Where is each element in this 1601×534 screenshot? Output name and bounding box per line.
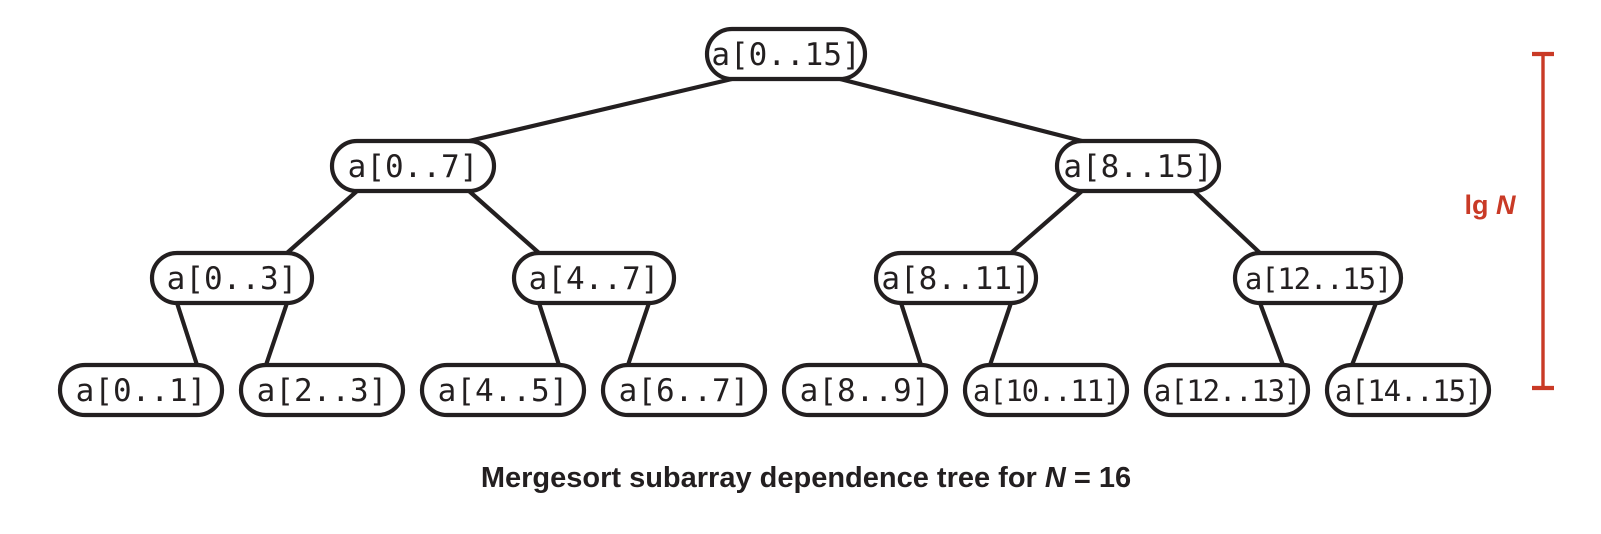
tree-edge: [839, 76, 1083, 144]
tree-edge: [1350, 302, 1378, 366]
tree-node-a1215[interactable]: a[12..15]: [1232, 250, 1404, 306]
tree-edge: [626, 302, 651, 366]
node-pill-shape: [57, 362, 225, 418]
node-label: a[4..5]: [438, 373, 569, 409]
tree-node-a815[interactable]: a[8..15]: [1054, 138, 1222, 194]
node-pill-shape: [704, 26, 868, 82]
tree-node-a07[interactable]: a[0..7]: [329, 138, 497, 194]
node-pill-shape: [1054, 138, 1222, 194]
tree-node-a47[interactable]: a[4..7]: [511, 250, 677, 306]
tree-node-a01[interactable]: a[0..1]: [57, 362, 225, 418]
node-pill-shape: [1324, 362, 1492, 418]
tree-node-a1415[interactable]: a[14..15]: [1324, 362, 1492, 418]
tree-node-a811[interactable]: a[8..11]: [873, 250, 1039, 306]
tree-edge: [1258, 302, 1285, 366]
tree-edge: [1192, 189, 1262, 255]
tree-node-a03[interactable]: a[0..3]: [149, 250, 315, 306]
tree-node-a015[interactable]: a[0..15]: [704, 26, 868, 82]
figure-caption: Mergesort subarray dependence tree for N…: [481, 462, 1131, 494]
node-label: a[12..15]: [1245, 262, 1391, 296]
tree-edge: [264, 302, 289, 366]
node-label: a[10..11]: [973, 374, 1119, 408]
tree-node-a45[interactable]: a[4..5]: [419, 362, 587, 418]
node-pill-shape: [149, 250, 315, 306]
tree-edge: [1009, 189, 1084, 255]
tree-edge: [175, 302, 199, 366]
node-label: a[6..7]: [619, 373, 750, 409]
node-label: a[8..15]: [1063, 149, 1212, 185]
tree-edge: [285, 189, 359, 255]
depth-bracket-label: lg N: [1465, 190, 1517, 220]
node-label: a[0..3]: [167, 261, 298, 297]
node-label: a[12..13]: [1154, 374, 1300, 408]
node-pill-shape: [873, 250, 1039, 306]
node-pill-shape: [781, 362, 949, 418]
node-pill-shape: [600, 362, 768, 418]
node-label: a[8..11]: [881, 261, 1030, 297]
node-label: a[0..1]: [76, 373, 207, 409]
tree-edges-layer: [175, 76, 1378, 366]
tree-node-a23[interactable]: a[2..3]: [238, 362, 406, 418]
node-label: a[14..15]: [1335, 374, 1481, 408]
tree-edge: [537, 302, 561, 366]
node-label: a[4..7]: [529, 261, 660, 297]
node-label: a[0..15]: [711, 37, 860, 73]
tree-nodes-layer: a[0..15] a[0..7] a[8..15] a[0..3] a[4..7] a[8…: [57, 26, 1492, 418]
node-pill-shape: [238, 362, 406, 418]
tree-node-a67[interactable]: a[6..7]: [600, 362, 768, 418]
tree-edge: [899, 302, 923, 366]
node-pill-shape: [1143, 362, 1311, 418]
tree-node-a89[interactable]: a[8..9]: [781, 362, 949, 418]
tree-edge: [468, 76, 733, 144]
node-pill-shape: [511, 250, 677, 306]
node-pill-shape: [1232, 250, 1404, 306]
node-pill-shape: [419, 362, 587, 418]
node-label: a[8..9]: [800, 373, 931, 409]
node-label: a[0..7]: [348, 149, 479, 185]
tree-node-a1011[interactable]: a[10..11]: [962, 362, 1130, 418]
tree-edge: [467, 189, 541, 255]
node-label: a[2..3]: [257, 373, 388, 409]
node-pill-shape: [962, 362, 1130, 418]
depth-bracket: lg N: [1465, 51, 1554, 391]
node-pill-shape: [329, 138, 497, 194]
tree-node-a1213[interactable]: a[12..13]: [1143, 362, 1311, 418]
tree-edge: [988, 302, 1013, 366]
